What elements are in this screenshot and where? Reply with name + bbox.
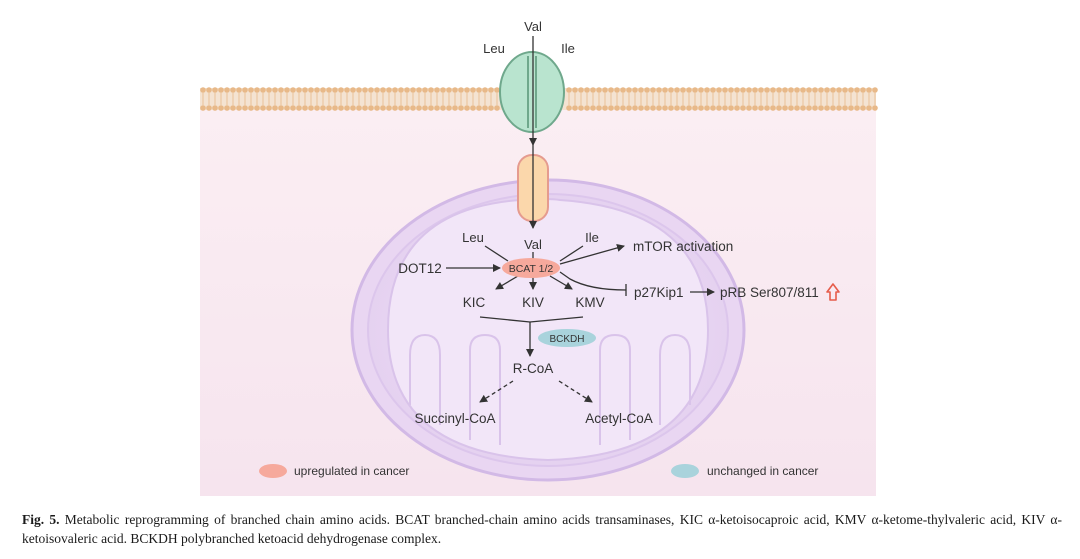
caption-text: Metabolic reprogramming of branched chai… <box>22 512 1063 546</box>
bckdh-complex-shape <box>538 329 596 347</box>
label-dot12: DOT12 <box>398 261 442 276</box>
bcaa-pathway-diagram: BCAT 1/2 BCKDH Val Leu Ile Leu Val Ile D… <box>200 19 878 496</box>
label-val-top: Val <box>524 19 542 34</box>
amino-acid-transporter <box>499 51 565 133</box>
label-succinyl-coa: Succinyl-CoA <box>414 411 495 426</box>
label-mtor: mTOR activation <box>633 239 733 254</box>
legend-label-upregulated: upregulated in cancer <box>294 464 409 478</box>
label-val-inner: Val <box>524 237 542 252</box>
legend-swatch-upregulated <box>259 464 287 478</box>
bckdh-complex-label: BCKDH <box>549 334 584 345</box>
bcat-enzyme-shape <box>502 258 560 278</box>
pathway-arrows <box>446 36 715 403</box>
label-p27: p27Kip1 <box>634 285 684 300</box>
legend-label-unchanged: unchanged in cancer <box>707 464 818 478</box>
legend: upregulated in cancer unchanged in cance… <box>259 464 818 478</box>
label-acetyl-coa: Acetyl-CoA <box>585 411 653 426</box>
label-ile-top: Ile <box>561 41 575 56</box>
label-prb: pRB Ser807/811 <box>720 285 819 300</box>
mitochondrion <box>350 178 746 482</box>
label-kic: KIC <box>463 295 486 310</box>
label-rcoa: R-CoA <box>513 361 554 376</box>
label-leu-inner: Leu <box>462 230 484 245</box>
up-arrow-icon <box>826 283 840 301</box>
label-kiv: KIV <box>522 295 544 310</box>
figure-caption: Fig. 5. Metabolic reprogramming of branc… <box>22 510 1062 548</box>
label-ile-inner: Ile <box>585 230 599 245</box>
label-leu-top: Leu <box>483 41 505 56</box>
label-kmv: KMV <box>575 295 604 310</box>
cristae <box>386 198 710 462</box>
legend-swatch-unchanged <box>671 464 699 478</box>
caption-label: Fig. 5. <box>22 512 60 527</box>
bcat-enzyme-label: BCAT 1/2 <box>509 263 554 275</box>
